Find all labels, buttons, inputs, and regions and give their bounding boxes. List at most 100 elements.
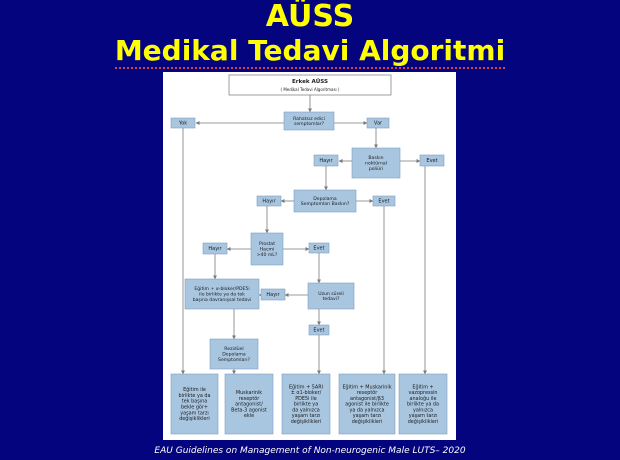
outcome-4-text-0: Eğitim + Muskarinik bbox=[342, 383, 391, 390]
outcome-1-box bbox=[170, 373, 219, 435]
node-q-prostate-box bbox=[250, 232, 284, 266]
node-hayir1: Hayır bbox=[313, 154, 339, 167]
node-q-prostate-text-2: >40 mL? bbox=[257, 252, 278, 258]
slide-title-line1: AÜSS bbox=[265, 0, 355, 34]
node-hayir4-text-0: Hayır bbox=[266, 292, 280, 298]
slide-title-line2: Medikal Tedavi Algoritmi bbox=[114, 34, 506, 69]
node-education-alpha-text-2: başına davranışsal tedavi bbox=[193, 297, 252, 303]
node-evet3-text-0: Evet bbox=[313, 246, 324, 252]
node-evet1-box bbox=[419, 154, 445, 167]
flowchart-header-box bbox=[228, 74, 392, 96]
outcome-4-box bbox=[338, 373, 396, 435]
node-hayir4-box bbox=[260, 288, 286, 301]
node-hayir2-box bbox=[256, 195, 282, 207]
node-yok-box bbox=[170, 117, 196, 129]
outcome-5-text-6: değişiklikleri bbox=[408, 418, 439, 425]
node-q-residual-text-0: Rezidüel bbox=[224, 346, 243, 352]
outcome-5-text-4: yalnızca bbox=[413, 407, 433, 413]
outcome-2-text-4: ekle bbox=[244, 413, 254, 419]
outcome-5-text-5: yaşam tarzı bbox=[409, 413, 438, 419]
node-var-text-0: Var bbox=[374, 121, 383, 127]
outcome-2-text-1: reseptör bbox=[239, 396, 260, 402]
outcome-5-text-1: vazopressin bbox=[408, 390, 437, 396]
node-var-box bbox=[366, 117, 390, 129]
node-yok: Yok bbox=[170, 117, 196, 129]
outcome-3-text-4: da yalnızca bbox=[292, 407, 320, 413]
node-hayir2-text-0: Hayır bbox=[262, 199, 276, 205]
node-evet4-text-0: Evet bbox=[313, 328, 324, 334]
node-evet2: Evet bbox=[372, 195, 396, 207]
outcome-1-text-2: tek başına bbox=[182, 399, 207, 405]
outcome-2-box bbox=[224, 373, 274, 435]
node-var: Var bbox=[366, 117, 390, 129]
outcome-2-text-2: antagonist/ bbox=[235, 402, 263, 408]
node-q-nocturnal-text-2: poliüri bbox=[369, 166, 383, 172]
outcome-5-box bbox=[398, 373, 448, 435]
node-hayir2: Hayır bbox=[256, 195, 282, 207]
outcome-1-text-3: bekle gör+ bbox=[181, 405, 208, 411]
outcome-1-text-4: yaşam tarzı bbox=[180, 410, 209, 416]
node-q-nocturnal-text-0: Baskın bbox=[368, 155, 383, 161]
node-q-bothersome-box bbox=[283, 111, 335, 131]
node-q-storage-box bbox=[293, 189, 357, 213]
outcome-3-text-0: Eğitim + 5ARI bbox=[289, 383, 323, 390]
node-hayir3: Hayır bbox=[202, 242, 228, 255]
outcome-4-text-1: reseptör bbox=[357, 390, 378, 396]
outcome-3-text-2: PDE5i ile bbox=[295, 396, 317, 402]
node-education-alpha-text-1: ile birlikte ya da tek bbox=[199, 292, 245, 298]
node-evet2-text-0: Evet bbox=[378, 199, 389, 205]
node-evet3: Evet bbox=[308, 242, 330, 254]
outcome-1-text-0: Eğitim ile bbox=[183, 386, 206, 393]
node-q-bothersome-text-1: semptomlar? bbox=[294, 121, 325, 127]
flowchart-header: Erkek AÜSS ( Medikal Tedavi Algoritması ) bbox=[228, 74, 392, 96]
node-q-nocturnal-box bbox=[351, 147, 401, 179]
node-q-longterm-text-1: tedavi? bbox=[323, 296, 340, 302]
node-evet4: Evet bbox=[308, 324, 330, 336]
flowchart-panel: Erkek AÜSS ( Medikal Tedavi Algoritması )… bbox=[163, 72, 456, 440]
flowchart-header-line2: ( Medikal Tedavi Algoritması ) bbox=[281, 87, 340, 92]
outcome-3-text-3: birlikte ya bbox=[294, 402, 318, 408]
node-hayir3-text-0: Hayır bbox=[208, 246, 222, 252]
outcome-4-text-6: değişiklikleri bbox=[352, 418, 383, 425]
node-q-storage-text-0: Depolama bbox=[313, 196, 337, 202]
node-q-residual-text-2: Semptomları? bbox=[218, 357, 250, 363]
outcome-3-text-5: yaşam tarzı bbox=[292, 413, 321, 419]
outcome-3-text-1: ± α1-bloker/ bbox=[291, 390, 322, 396]
node-evet1: Evet bbox=[419, 154, 445, 167]
node-q-longterm-text-0: Uzun süreli bbox=[318, 291, 344, 297]
node-hayir1-box bbox=[313, 154, 339, 167]
outcome-5-text-0: Eğitim + bbox=[412, 383, 433, 390]
outcome-4-text-5: yaşam tarzı bbox=[353, 413, 382, 419]
outcome-1-text-1: birlikte ya da bbox=[178, 393, 210, 399]
outcome-4-text-2: antagonist/β3 bbox=[350, 396, 384, 402]
node-q-bothersome-text-0: Rahatsız edici bbox=[293, 116, 325, 122]
node-education-alpha-text-0: Eğitim + α-bloker/PDE5i bbox=[194, 285, 249, 292]
node-education-alpha-box bbox=[184, 278, 260, 310]
node-evet4-box bbox=[308, 324, 330, 336]
slide-caption: EAU Guidelines on Management of Non-neur… bbox=[154, 446, 466, 456]
outcome-3-text-6: değişiklikleri bbox=[291, 418, 322, 425]
outcome-2-text-3: Beta-3 agonist bbox=[231, 407, 267, 413]
outcome-5-text-2: analoğu ile bbox=[410, 395, 437, 402]
node-hayir4: Hayır bbox=[260, 288, 286, 301]
outcome-1-text-5: değişiklikleri bbox=[179, 415, 210, 422]
node-evet2-box bbox=[372, 195, 396, 207]
flowchart: Erkek AÜSS ( Medikal Tedavi Algoritması )… bbox=[170, 74, 448, 435]
outcome-5-text-3: birlikte ya da bbox=[407, 402, 439, 408]
node-q-longterm-box bbox=[307, 282, 355, 310]
node-q-residual-box bbox=[209, 338, 259, 370]
outcome-4-text-4: ya da yalnızca bbox=[349, 407, 384, 413]
outcome-2-text-0: Muskarinik bbox=[236, 390, 262, 396]
flowchart-header-line1: Erkek AÜSS bbox=[292, 78, 328, 85]
outcome-4-text-3: agonist ile birlikte bbox=[345, 402, 389, 408]
